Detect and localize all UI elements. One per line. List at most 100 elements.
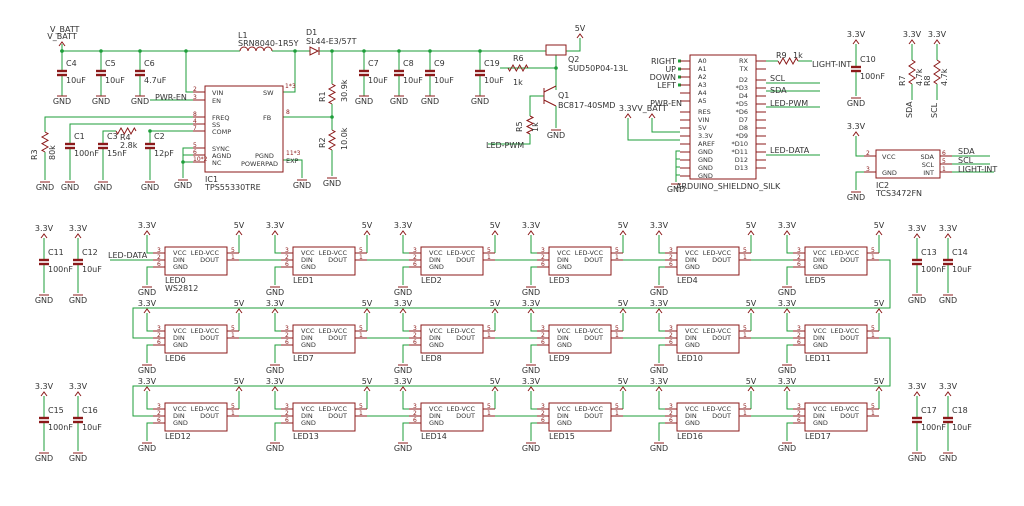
led-pin-num: 2 (669, 332, 673, 339)
arduino-body (689, 54, 757, 180)
wire (69, 123, 193, 143)
led-pin-num: 5 (487, 403, 491, 410)
power-arrow (527, 386, 535, 392)
led-pin-num: 3 (285, 403, 289, 410)
led-pin-vcc: VCC (429, 249, 443, 257)
led-pin-gnd: GND (557, 419, 572, 427)
wire (182, 154, 193, 162)
led-ref: LED6 (165, 354, 186, 363)
led-pin-ledvcc: LED-VCC (703, 327, 732, 335)
power-arrow (875, 386, 883, 392)
power-arrow (235, 308, 243, 314)
wire (146, 391, 153, 410)
led-pin-gnd: GND (301, 419, 316, 427)
led-body (676, 324, 740, 354)
r3-ref: R3 (30, 149, 39, 160)
ground-label: GND (522, 288, 540, 297)
led-pin-num: 6 (285, 339, 289, 346)
wire (146, 344, 153, 363)
ground-label: GND (69, 296, 87, 305)
r5-value: 1k (531, 122, 540, 132)
ground-label: GND (131, 97, 149, 106)
arduino-vbatt-label: V_BATT (637, 104, 667, 113)
arduino-left-pin: A2 (698, 73, 707, 81)
capacitor-ref: C3 (107, 132, 118, 141)
led-pin-din: DIN (429, 256, 441, 264)
ic1-num-pgnd: 11*3 (286, 150, 301, 157)
ic1-pin-name: FREQ (212, 114, 229, 122)
led-pin-num: 2 (157, 410, 161, 417)
arduino-light-int-label: LIGHT-INT (812, 60, 851, 69)
led-pin-gnd: GND (173, 263, 188, 271)
wire (530, 266, 537, 285)
led-pin-din: DIN (557, 256, 569, 264)
power-arrow (143, 230, 151, 236)
decoupling-power-label: 3.3V (69, 382, 88, 391)
wire (274, 344, 281, 363)
ground-label: GND (69, 454, 87, 463)
ground-label: GND (939, 296, 957, 305)
led-5v-label: 5V (234, 221, 245, 230)
led-pin-din: DIN (685, 334, 697, 342)
led-pin-vcc: VCC (301, 249, 315, 257)
led-pin-num: 6 (413, 417, 417, 424)
ic2-right-num: 6 (942, 150, 946, 157)
pullup-sda-label: SDA (905, 101, 914, 118)
led-pin-num: 6 (157, 417, 161, 424)
led-pin-dout: DOUT (712, 412, 731, 420)
led-pin-gnd: GND (429, 341, 444, 349)
led-vcc-label: 3.3V (394, 299, 413, 308)
ground-label: GND (266, 444, 284, 453)
ground-label: GND (323, 179, 341, 188)
wire (283, 51, 296, 93)
led-pin-vcc: VCC (301, 405, 315, 413)
led-vcc-label: 3.3V (138, 221, 157, 230)
button-net-label: DOWN (650, 73, 676, 82)
ground-label: GND (778, 288, 796, 297)
power-arrow (747, 308, 755, 314)
wire (658, 422, 665, 441)
ic1-pin-name: AGND (212, 152, 231, 160)
diode-value: SL44-E3/57T (306, 37, 357, 46)
led-ref: LED14 (421, 432, 447, 441)
ground-label: GND (650, 288, 668, 297)
arduino-left-pin: RES (698, 108, 711, 116)
capacitor-value: 10uF (484, 76, 504, 85)
power-arrow (235, 230, 243, 236)
led-pin-din: DIN (173, 256, 185, 264)
led-body (420, 402, 484, 432)
ic2-power-label: 3.3V (847, 122, 866, 131)
led-pin-num: 1 (871, 332, 875, 339)
r9-ref: R9 (776, 51, 787, 60)
pullup-scl-label: SCL (930, 102, 939, 118)
wire (182, 147, 193, 155)
arduino-right-pin: RX (739, 57, 749, 65)
ground-label: GND (847, 193, 865, 202)
led-pin-gnd: GND (813, 341, 828, 349)
led-ref: LED0 (165, 276, 186, 285)
power-arrow (619, 386, 627, 392)
ground-label: GND (138, 288, 156, 297)
capacitor-value: 10uF (368, 76, 388, 85)
led-pin-num: 2 (669, 254, 673, 261)
led-pin-din: DIN (813, 412, 825, 420)
led-pin-dout: DOUT (328, 334, 347, 342)
ic1-pin-number: 2 (193, 86, 197, 93)
led-pin-num: 5 (871, 325, 875, 332)
arduino-right-pin: *D9 (736, 132, 748, 140)
power-arrow (527, 308, 535, 314)
led-pin-dout: DOUT (456, 412, 475, 420)
capacitor-ref: C8 (403, 59, 414, 68)
power-arrow (852, 131, 860, 137)
ic2-right-pin: SCL (922, 161, 935, 169)
led-pin-din: DIN (301, 334, 313, 342)
led-5v-label: 5V (618, 299, 629, 308)
power-arrow (235, 386, 243, 392)
wire (274, 422, 281, 441)
led-pin-dout: DOUT (584, 256, 603, 264)
led-pin-ledvcc: LED-VCC (191, 405, 220, 413)
diode-body (309, 46, 320, 56)
ground-label: GND (174, 181, 192, 190)
led-pin-num: 1 (487, 410, 491, 417)
led-pin-gnd: GND (557, 263, 572, 271)
